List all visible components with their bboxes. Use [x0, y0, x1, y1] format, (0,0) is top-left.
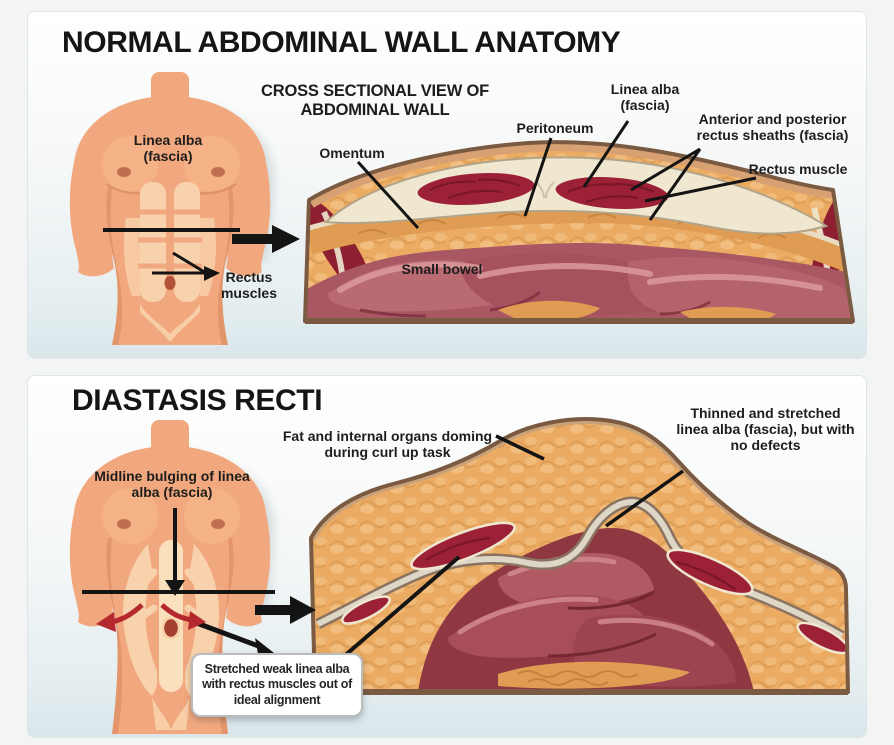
panel-title-diastasis: DIASTASIS RECTI — [72, 384, 323, 417]
label-thinned-linea-alba: Thinned and stretched linea alba (fascia… — [676, 405, 855, 454]
label-doming: Fat and internal organs doming during cu… — [282, 428, 493, 461]
label-peritoneum: Peritoneum — [516, 120, 594, 136]
pointer-arrowhead — [204, 266, 220, 281]
annotation-lines-normal — [103, 120, 757, 275]
label-midline-bulging: Midline bulging of linea alba (fascia) — [94, 468, 250, 501]
displaced-rectus-muscles — [341, 521, 848, 655]
label-rectus-sheaths: Anterior and posterior rectus sheaths (f… — [696, 111, 849, 144]
label-small-bowel: Small bowel — [401, 261, 483, 277]
red-arrowhead-right — [188, 611, 206, 630]
label-cs-linea-alba: Linea alba (fascia) — [610, 81, 680, 114]
annotation-lines-diastasis — [82, 434, 685, 660]
normal-anatomy-artwork — [69, 72, 855, 345]
callout-stretched-linea-alba: Stretched weak linea alba with rectus mu… — [191, 653, 363, 717]
diastasis-recti-panel: DIASTASIS RECTI Fat and internal organs … — [28, 376, 866, 737]
label-torso-linea-alba: Linea alba (fascia) — [133, 132, 203, 165]
torso-front-normal — [69, 72, 274, 345]
cross-section-diastasis — [309, 416, 850, 695]
normal-anatomy-panel: NORMAL ABDOMINAL WALL ANATOMY CROSS SECT… — [28, 12, 866, 358]
down-arrow-icon — [165, 580, 185, 596]
cross-section-subtitle: CROSS SECTIONAL VIEW OF ABDOMINAL WALL — [261, 82, 489, 120]
label-rectus-muscle: Rectus muscle — [748, 161, 848, 177]
rectus-muscle-left — [414, 170, 538, 208]
right-arrow-icon — [255, 596, 316, 624]
right-arrow-icon — [232, 225, 300, 253]
red-arrowhead-left — [96, 612, 116, 632]
label-omentum: Omentum — [319, 145, 385, 161]
label-torso-rectus-muscles: Rectus muscles — [220, 269, 278, 302]
panel-title-normal: NORMAL ABDOMINAL WALL ANATOMY — [62, 26, 621, 59]
